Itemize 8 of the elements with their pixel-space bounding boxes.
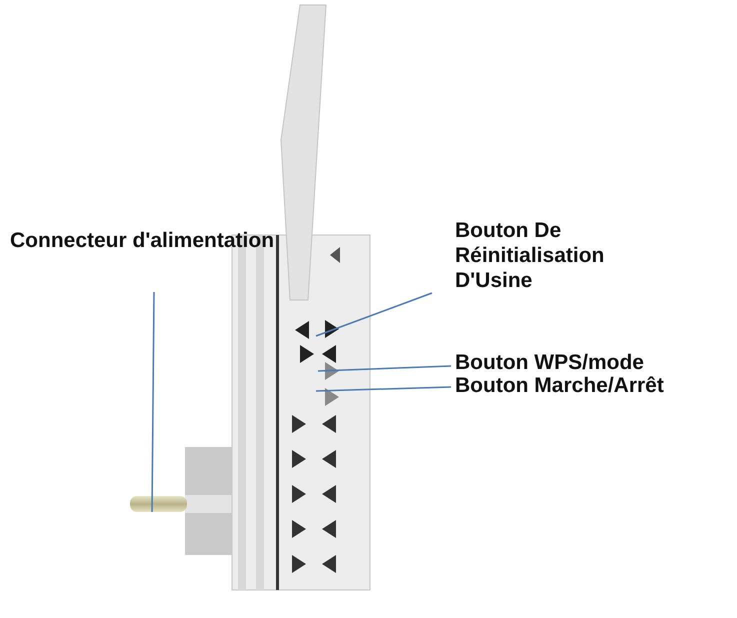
callout-label: Bouton De Réinitialisation D'Usine <box>455 218 655 293</box>
leader-line <box>316 386 452 392</box>
callout-label: Bouton Marche/Arrêt <box>455 373 664 398</box>
leader-line <box>151 292 155 512</box>
callout-label: Bouton WPS/mode <box>455 350 644 375</box>
leader-line <box>316 292 432 337</box>
leader-line <box>318 365 452 372</box>
callout-label: Connecteur d'alimentation <box>10 228 274 253</box>
